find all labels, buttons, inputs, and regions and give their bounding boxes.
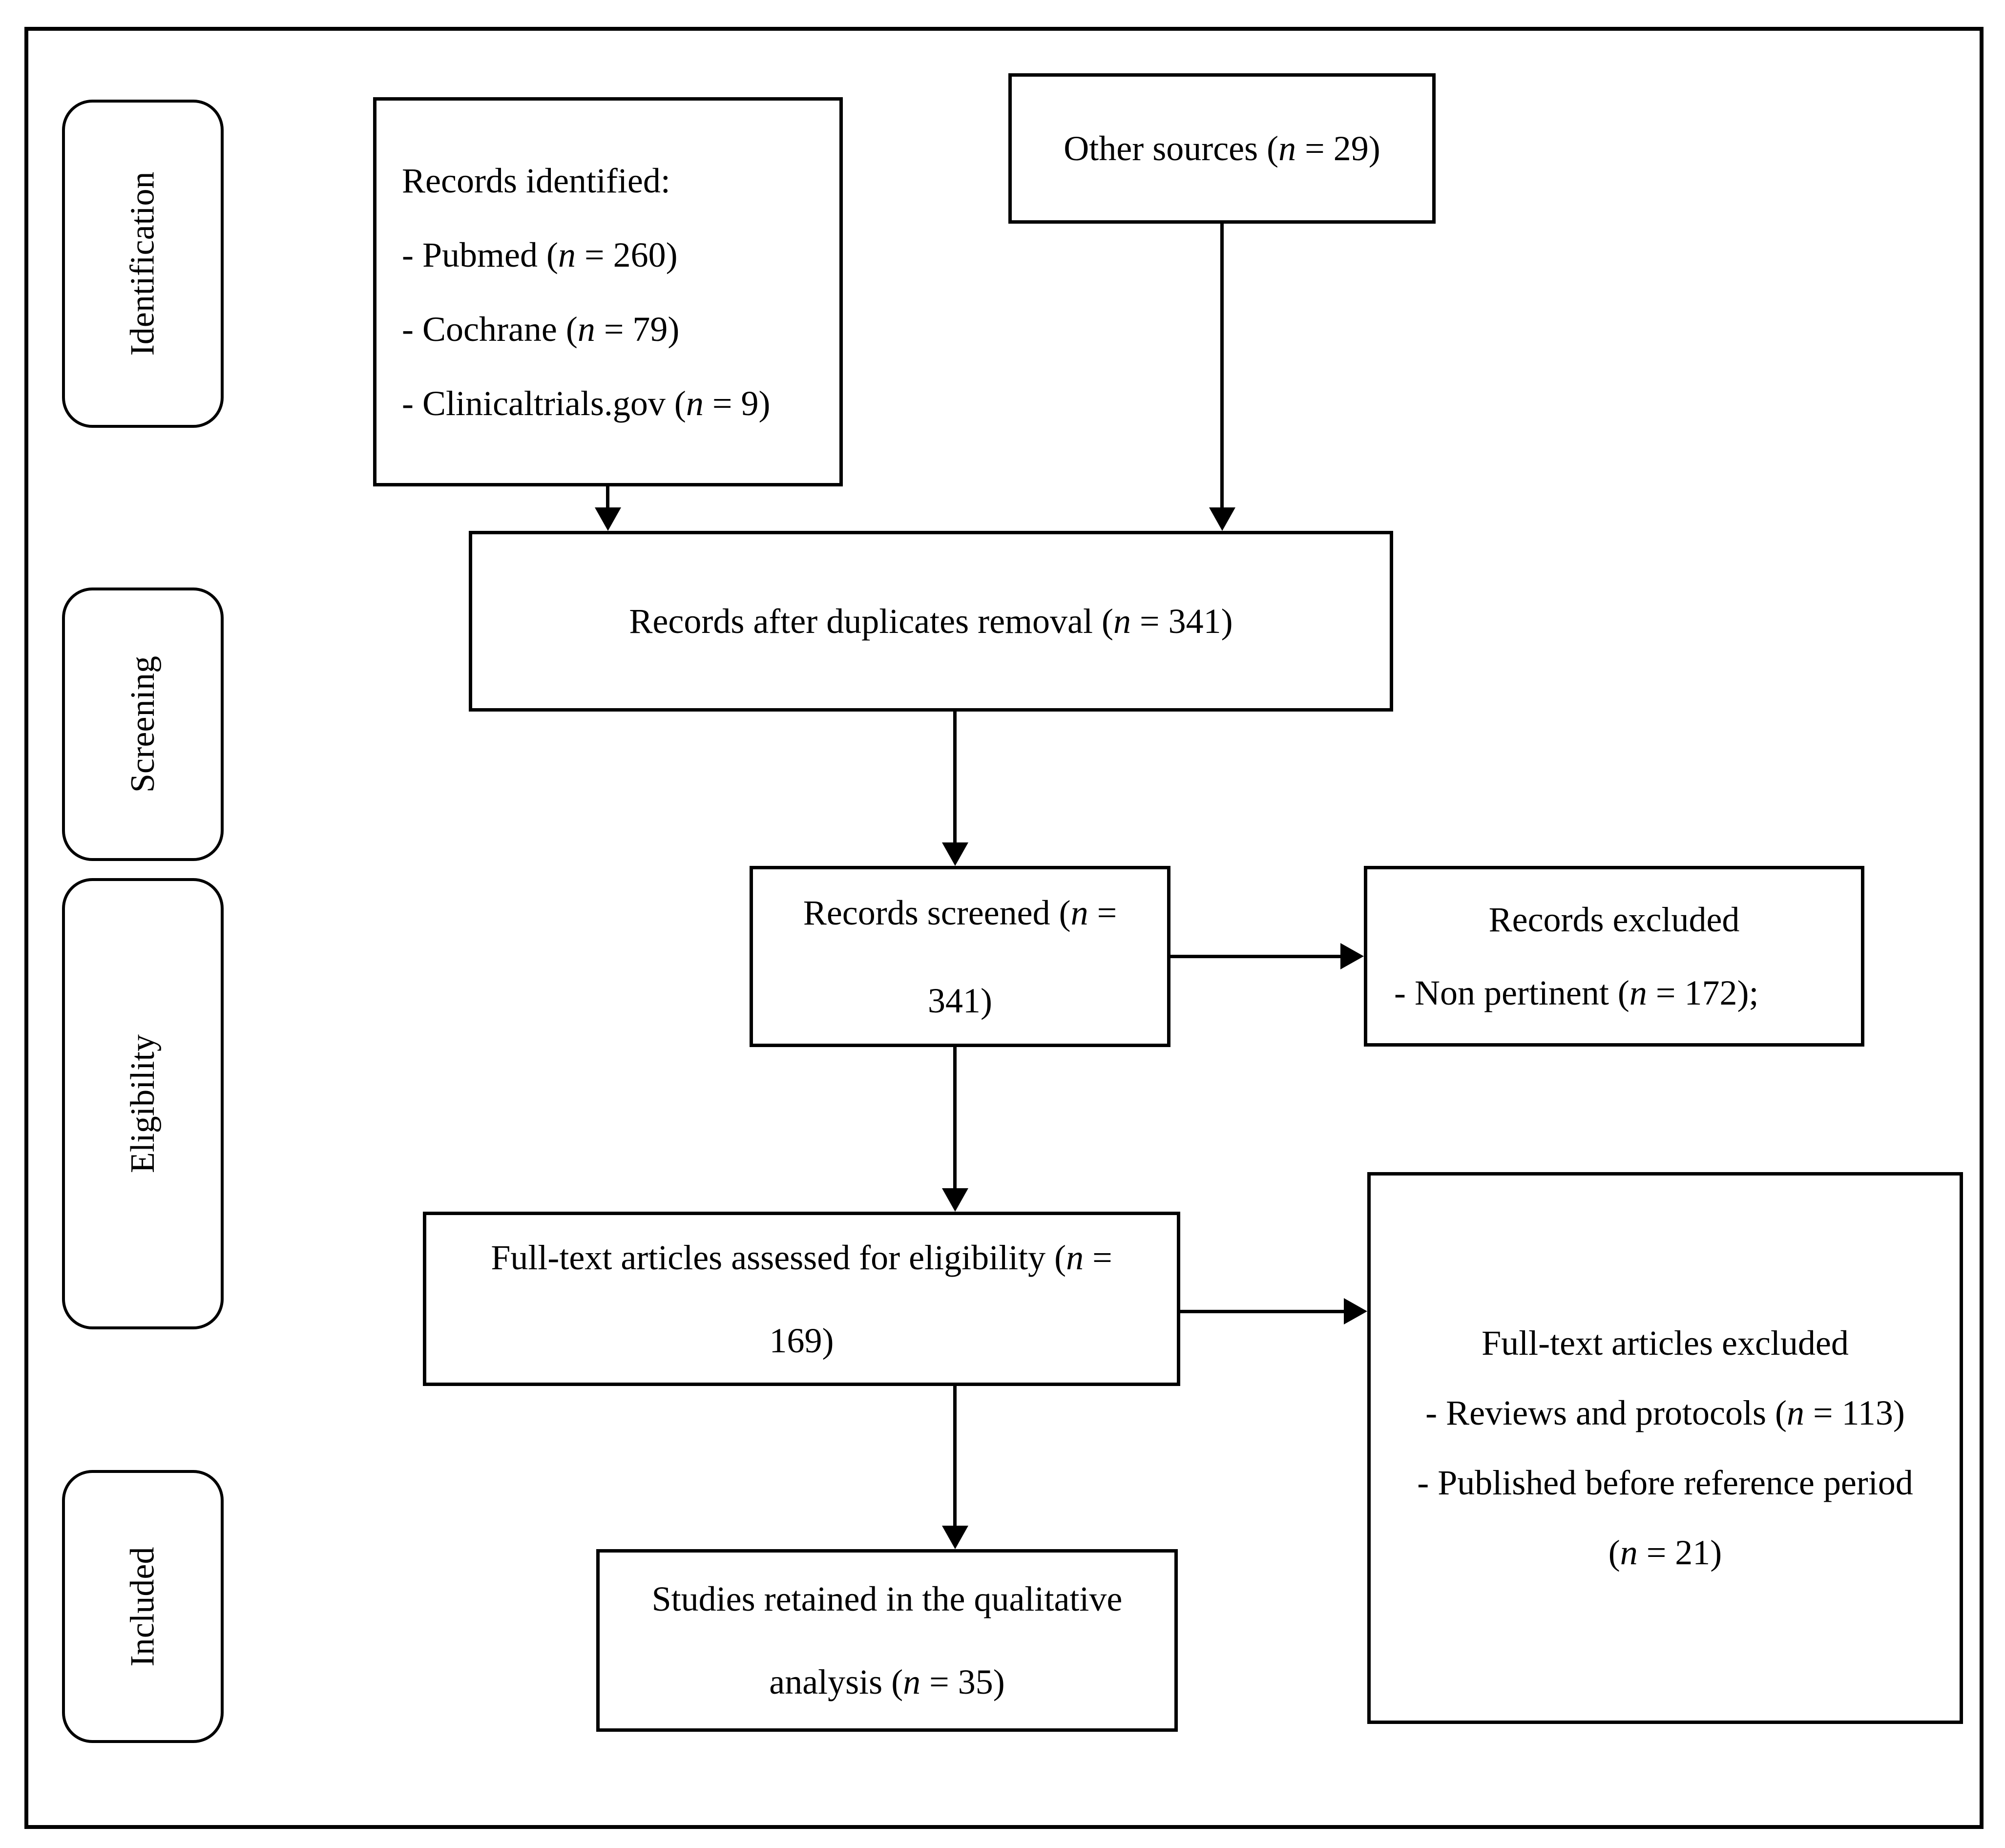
flow-arrow-identified-to-duplicates (606, 486, 609, 509)
duplicates-removed-text: Records after duplicates removal (n = 34… (629, 602, 1233, 641)
box-fulltext-excluded: Full-text articles excluded - Reviews an… (1367, 1172, 1963, 1724)
box-records-identified: Records identified: - Pubmed (n = 260) -… (373, 97, 843, 486)
records-identified-cochrane: - Cochrane (n = 79) (402, 309, 680, 349)
fulltext-assessed-line-1: Full-text articles assessed for eligibil… (491, 1238, 1112, 1277)
stage-pill-screening: Screening (62, 588, 224, 861)
records-excluded-title: Records excluded (1488, 900, 1740, 939)
box-records-screened: Records screened (n = 341) (750, 866, 1170, 1047)
fulltext-excluded-period-count: (n = 21) (1608, 1533, 1722, 1572)
flow-arrowhead-duplicates-to-screened (942, 842, 968, 866)
flow-arrow-assessed-to-studies (953, 1386, 957, 1528)
box-fulltext-assessed: Full-text articles assessed for eligibil… (423, 1212, 1180, 1386)
box-records-excluded: Records excluded - Non pertinent (n = 17… (1364, 866, 1864, 1047)
stage-label-screening: Screening (124, 656, 162, 793)
stage-label-included: Included (124, 1547, 162, 1666)
studies-retained-line-1: Studies retained in the qualitative (651, 1579, 1123, 1618)
stage-label-identification: Identification (124, 171, 162, 356)
flow-arrowhead-screened-to-excluded (1340, 943, 1364, 969)
records-identified-pubmed: - Pubmed (n = 260) (402, 235, 678, 274)
studies-retained-line-2: analysis (n = 35) (769, 1662, 1005, 1701)
flow-arrow-screened-to-excluded (1170, 955, 1342, 958)
stage-pill-eligibility: Eligibility (62, 878, 224, 1329)
stage-label-eligibility: Eligibility (124, 1034, 162, 1173)
box-studies-retained: Studies retained in the qualitative anal… (596, 1549, 1178, 1732)
records-excluded-detail: - Non pertinent (n = 172); (1394, 973, 1759, 1012)
flow-arrow-assessed-to-ftexcluded (1180, 1310, 1346, 1313)
fulltext-excluded-title: Full-text articles excluded (1482, 1323, 1849, 1363)
fulltext-excluded-period: - Published before reference period (1417, 1463, 1913, 1502)
flow-arrow-screened-to-assessed (953, 1047, 957, 1190)
records-identified-clinicaltrials: - Clinicaltrials.gov (n = 9) (402, 383, 771, 423)
flow-arrowhead-assessed-to-studies (942, 1526, 968, 1549)
box-duplicates-removed: Records after duplicates removal (n = 34… (469, 531, 1393, 712)
fulltext-assessed-line-2: 169) (769, 1321, 834, 1360)
stage-pill-identification: Identification (62, 100, 224, 428)
box-other-sources: Other sources (n = 29) (1008, 73, 1436, 224)
fulltext-excluded-reviews: - Reviews and protocols (n = 113) (1425, 1393, 1905, 1432)
flow-arrowhead-identified-to-duplicates (595, 507, 621, 531)
records-screened-line-2: 341) (928, 981, 992, 1020)
flow-arrow-other-to-duplicates (1220, 224, 1224, 509)
records-identified-title: Records identified: (402, 161, 670, 200)
flow-arrow-duplicates-to-screened (953, 712, 957, 844)
outer-border (24, 27, 1984, 1829)
stage-pill-included: Included (62, 1470, 224, 1743)
records-screened-line-1: Records screened (n = (803, 893, 1117, 932)
flow-arrowhead-other-to-duplicates (1209, 507, 1235, 531)
flow-arrowhead-screened-to-assessed (942, 1188, 968, 1212)
other-sources-text: Other sources (n = 29) (1064, 129, 1380, 168)
flow-arrowhead-assessed-to-ftexcluded (1344, 1298, 1367, 1324)
